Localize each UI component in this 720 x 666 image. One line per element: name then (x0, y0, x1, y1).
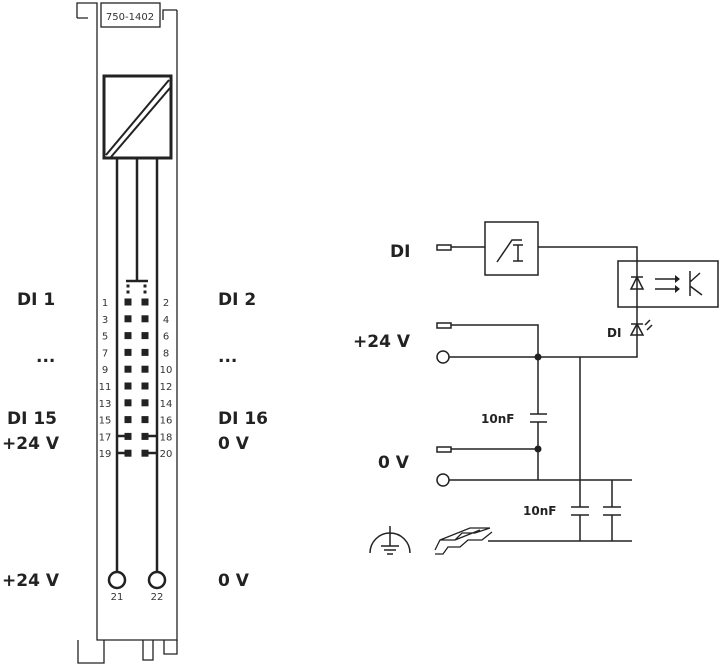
schematic: DI DI +24 V 10nF 0 V 10nF (353, 221, 719, 555)
pin-contact-left (124, 315, 132, 323)
led-di-label: DI (607, 326, 621, 340)
label-0v-a: 0 V (218, 434, 250, 454)
part-number: 750-1402 (106, 12, 154, 23)
pin-contact-right (141, 365, 149, 373)
pin-number-right: 12 (160, 382, 173, 393)
terminal-21 (107, 570, 127, 590)
pin-contact-right (141, 382, 149, 390)
pin-contact-right (141, 449, 149, 457)
pin-number-left: 11 (99, 382, 112, 393)
pin-contact-left (124, 416, 132, 424)
pin-number-right: 6 (163, 332, 169, 343)
pin-contact-left (124, 432, 132, 440)
terminal-plus24-circle (436, 350, 450, 364)
pin-number-right: 8 (163, 348, 169, 359)
pin-contact-right (141, 432, 149, 440)
internal-wires (115, 158, 159, 572)
label-right-dots: ... (218, 347, 237, 367)
label-left-dots: ... (36, 347, 55, 367)
pin-number-right: 4 (163, 315, 169, 326)
label-di16: DI 16 (218, 409, 268, 429)
terminal-0v (436, 446, 452, 453)
jumper-dot (143, 284, 147, 288)
pin-22: 22 (151, 592, 164, 603)
pin-21: 21 (111, 592, 124, 603)
pin-contact-right (141, 315, 149, 323)
pin-number-left: 1 (102, 298, 108, 309)
input-filter-box (484, 221, 539, 276)
jumper-dot (143, 290, 147, 294)
optocoupler-box (617, 260, 719, 308)
pin-number-left: 7 (102, 348, 108, 359)
pin-contact-right (141, 332, 149, 340)
ground-icon (369, 526, 411, 555)
jumper-dot (126, 284, 130, 288)
pin-number-right: 18 (160, 432, 173, 443)
optocoupler-diode-icon (629, 275, 645, 290)
pin-number-right: 16 (160, 416, 173, 427)
filter-icon (496, 239, 523, 263)
din-rail-icon (434, 527, 493, 555)
pin-number-right: 20 (160, 449, 173, 460)
pin-contact-left (124, 382, 132, 390)
cap2-label: 10nF (523, 504, 556, 518)
pin-number-right: 10 (160, 365, 173, 376)
module-housing (76, 2, 178, 664)
terminal-di (436, 244, 452, 251)
schem-plus24-label: +24 V (353, 332, 411, 352)
jumper-dot (126, 290, 130, 294)
pin-number-left: 13 (99, 399, 112, 410)
pin-contact-left (124, 399, 132, 407)
converter-icon (102, 74, 173, 160)
pin-number-left: 9 (102, 365, 108, 376)
pin-contact-left (124, 332, 132, 340)
pin-contact-left (124, 449, 132, 457)
pin-number-left: 3 (102, 315, 108, 326)
schem-0v-label: 0 V (378, 453, 410, 473)
label-plus24-a: +24 V (2, 434, 60, 454)
led-icon (629, 319, 653, 336)
schem-di-label: DI (390, 242, 410, 262)
terminal-plus24 (436, 322, 452, 329)
pin-number-left: 17 (99, 432, 112, 443)
pin-contact-left (124, 365, 132, 373)
label-plus24-b: +24 V (2, 571, 60, 591)
pin-contact-right (141, 416, 149, 424)
phototransistor-icon (689, 271, 703, 296)
terminal-0v-circle (436, 473, 450, 487)
label-di1: DI 1 (17, 290, 55, 310)
part-number-box (100, 2, 161, 28)
pin-contact-right (141, 399, 149, 407)
capacitors-2 (571, 506, 621, 516)
terminal-22 (147, 570, 167, 590)
pin-number-left: 5 (102, 332, 108, 343)
pin-contact-right (141, 348, 149, 356)
cap1-label: 10nF (481, 412, 514, 426)
pin-number-right: 2 (163, 298, 169, 309)
optocoupler-arrows-icon (655, 275, 680, 293)
pin-contact-left (124, 298, 132, 306)
pin-contact-right (141, 298, 149, 306)
capacitor-1 (530, 413, 547, 423)
pin-number-left: 19 (99, 449, 112, 460)
label-di15: DI 15 (7, 409, 57, 429)
pin-number-right: 14 (160, 399, 173, 410)
pin-contact-left (124, 348, 132, 356)
pin-number-left: 15 (99, 416, 112, 427)
label-di2: DI 2 (218, 290, 256, 310)
label-0v-b: 0 V (218, 571, 250, 591)
